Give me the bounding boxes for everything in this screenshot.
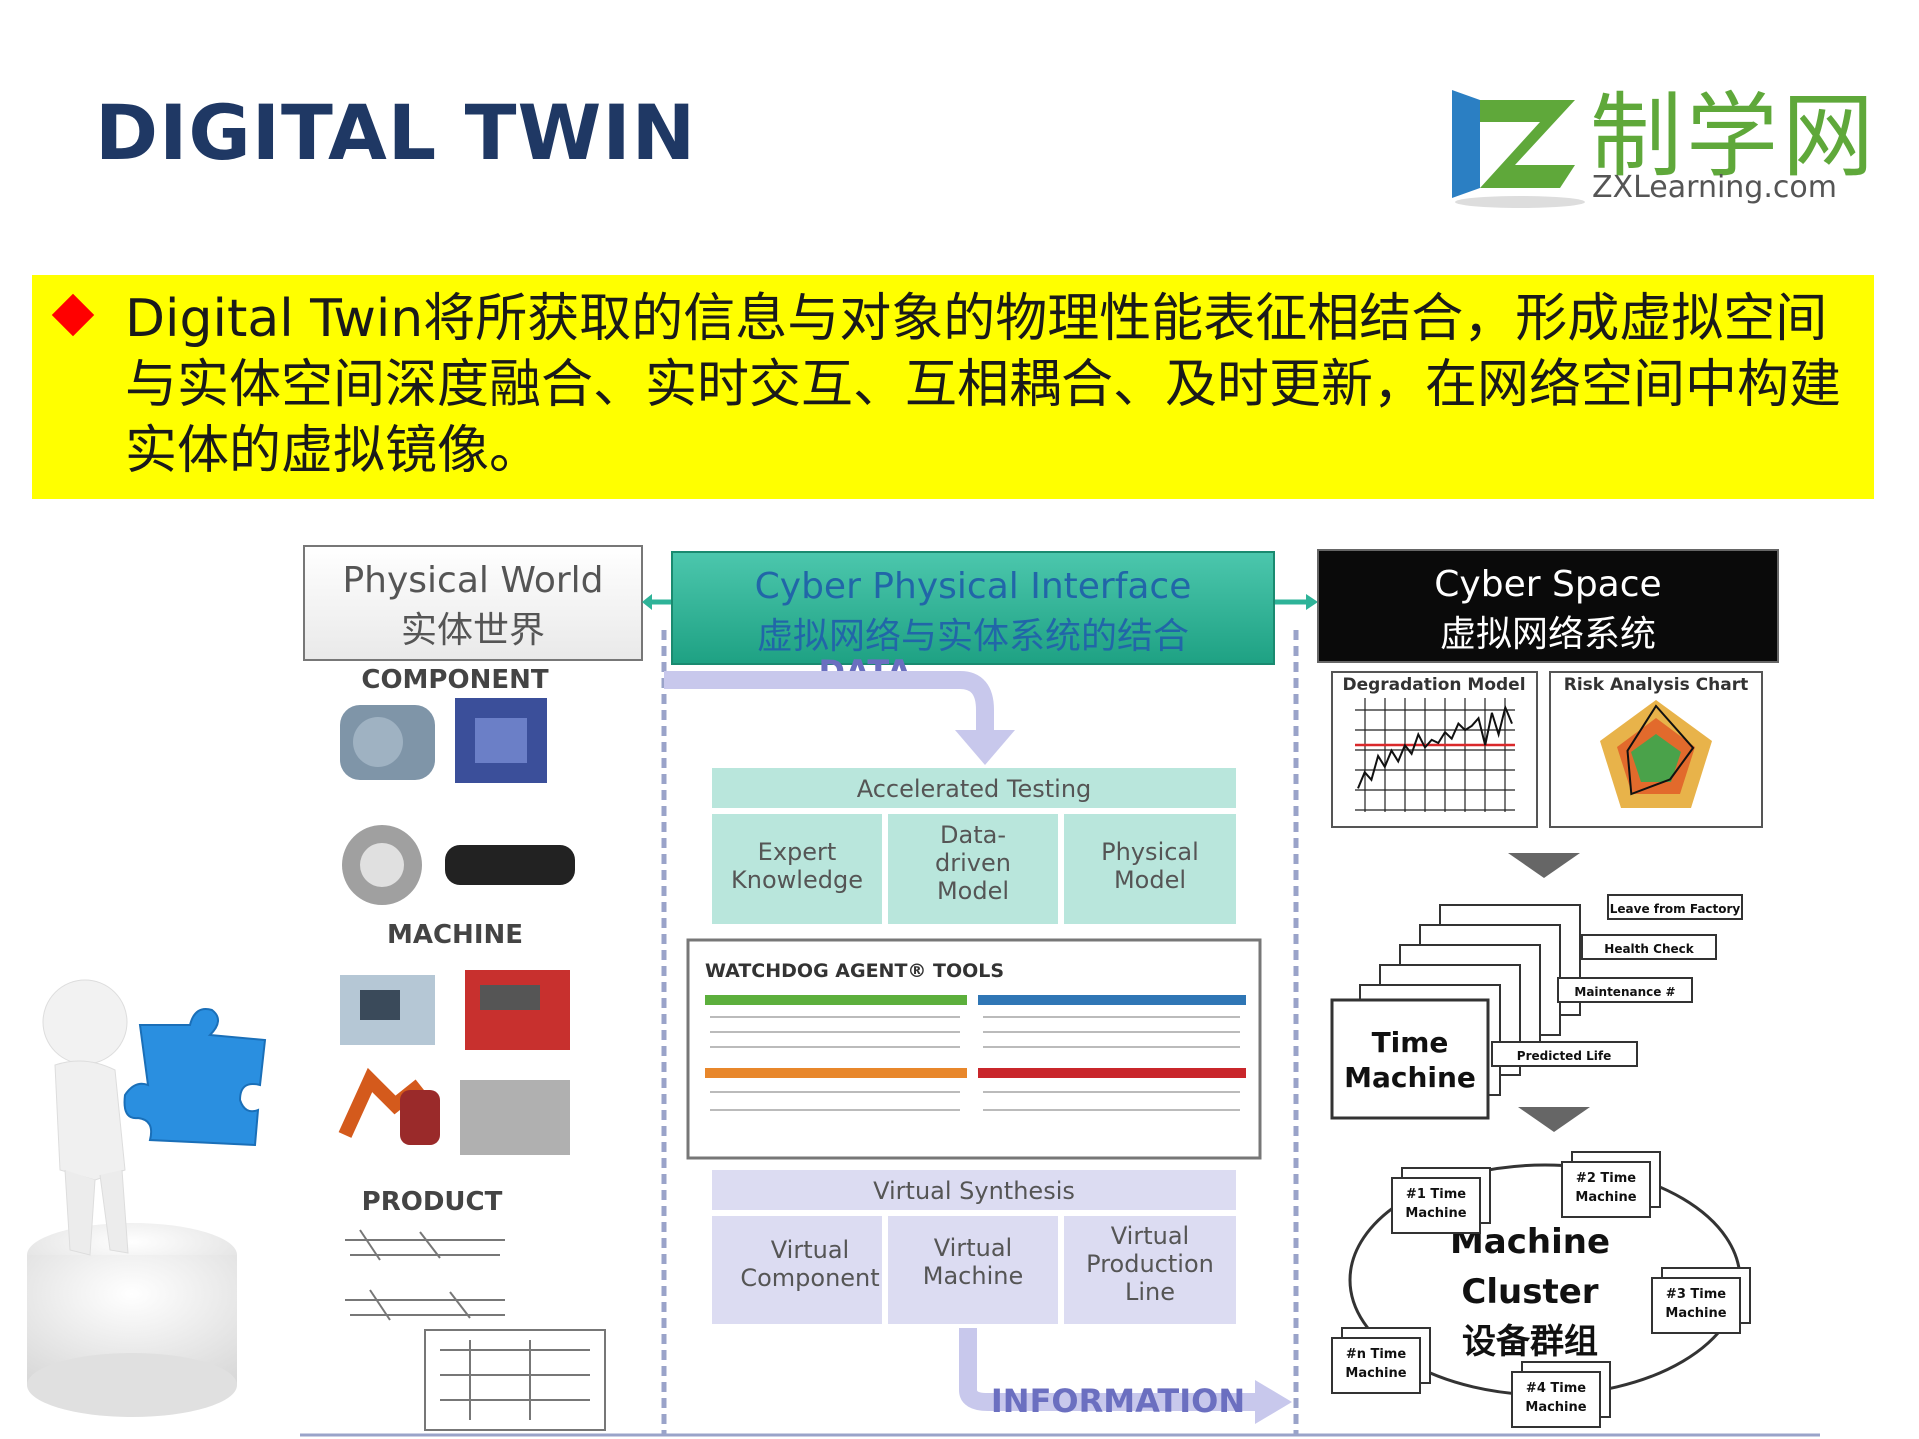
interface-title: Cyber Physical Interface (755, 566, 1192, 607)
tag-leave-factory: Leave from Factory (1610, 902, 1741, 916)
risk-analysis-chart: Risk Analysis Chart (1549, 671, 1763, 828)
virtual-synthesis-block: Virtual Synthesis Virtual Component Virt… (712, 1170, 1236, 1324)
description-text: Digital Twin将所获取的信息与对象的物理性能表征相结合，形成虚拟空间与… (125, 289, 1842, 481)
product-drawings (345, 1229, 606, 1431)
svg-text:#1 Time: #1 Time (1406, 1187, 1466, 1202)
cluster-node-3: #3 Time Machine (1651, 1267, 1751, 1334)
svg-text:Machine: Machine (1405, 1206, 1466, 1221)
slide-title: DIGITAL TWIN (95, 88, 697, 177)
svg-text:Machine: Machine (1525, 1400, 1586, 1415)
cyber-space-box: Cyber Space 虚拟网络系统 (1317, 549, 1779, 663)
down-arrow-icon-2 (1518, 1107, 1590, 1132)
expert-knowledge-line1: Expert (758, 838, 837, 866)
component-images (340, 698, 575, 905)
data-flow-arrow (664, 671, 1015, 765)
degradation-title: Degradation Model (1342, 675, 1525, 695)
machine-label: MACHINE (387, 920, 523, 950)
tag-health-check: Health Check (1604, 942, 1694, 956)
risk-level-polygon (1626, 704, 1695, 796)
svg-text:#2 Time: #2 Time (1576, 1171, 1636, 1186)
time-machine-line2: Machine (1344, 1061, 1476, 1094)
zxlearning-logo (1440, 70, 1860, 210)
svg-text:Machine: Machine (1345, 1366, 1406, 1381)
expert-knowledge-line2: Knowledge (731, 866, 863, 894)
machine-cluster: Machine Cluster 设备群组 #1 Time Machine #2 … (1331, 1151, 1751, 1428)
logo-english-text: ZXLearning.com (1592, 170, 1837, 205)
data-driven-line1: Data- (940, 821, 1006, 849)
information-flow-arrow (959, 1328, 1292, 1424)
virtual-synthesis-label: Virtual Synthesis (873, 1177, 1075, 1205)
virtual-line-line3: Line (1125, 1278, 1175, 1306)
virtual-component-line2: Component (740, 1264, 879, 1292)
virtual-line-line1: Virtual (1111, 1222, 1189, 1250)
svg-text:#n Time: #n Time (1346, 1347, 1407, 1362)
physical-world-title-cn: 实体世界 (401, 610, 545, 651)
watchdog-title: WATCHDOG AGENT® TOOLS (705, 960, 1004, 982)
degradation-model-chart: Degradation Model (1331, 671, 1538, 828)
time-machine-line1: Time (1372, 1026, 1449, 1059)
machine-images (338, 970, 570, 1155)
cluster-node-1: #1 Time Machine (1391, 1167, 1491, 1234)
left-double-arrow (642, 594, 672, 610)
cluster-line2: Cluster (1461, 1272, 1598, 1312)
information-label: INFORMATION (991, 1382, 1245, 1420)
description-highlight (32, 275, 1874, 499)
cyber-physical-interface-box: Cyber Physical Interface 虚拟网络与实体系统的结合 (671, 551, 1275, 665)
physical-model-line2: Model (1114, 866, 1186, 894)
cyber-space-title: Cyber Space (1434, 564, 1661, 605)
data-driven-line3: Model (937, 877, 1009, 905)
svg-text:Machine: Machine (1665, 1306, 1726, 1321)
data-driven-line2: driven (935, 849, 1011, 877)
virtual-machine-line1: Virtual (934, 1234, 1012, 1262)
cluster-node-n: #n Time Machine (1331, 1327, 1431, 1394)
figure-with-puzzle-icon (27, 979, 267, 1417)
cluster-node-4: #4 Time Machine (1511, 1361, 1611, 1428)
cyber-space-title-cn: 虚拟网络系统 (1440, 614, 1656, 655)
tag-maintenance: Maintenance # (1574, 985, 1675, 999)
virtual-line-line2: Production (1086, 1250, 1214, 1278)
right-double-arrow (1275, 594, 1318, 610)
time-machine-tags: Leave from Factory Health Check Maintena… (1491, 894, 1743, 1067)
risk-title: Risk Analysis Chart (1564, 675, 1748, 695)
degradation-series-line (1357, 704, 1513, 789)
svg-text:Machine: Machine (1575, 1190, 1636, 1205)
svg-text:#3 Time: #3 Time (1666, 1287, 1726, 1302)
cluster-node-2: #2 Time Machine (1561, 1151, 1661, 1218)
physical-world-box: Physical World 实体世界 (303, 545, 643, 661)
digital-twin-diagram: Physical World 实体世界 Cyber Physical Inter… (27, 545, 1820, 1437)
virtual-machine-line2: Machine (923, 1262, 1023, 1290)
physical-model-line1: Physical (1101, 838, 1199, 866)
virtual-component-line1: Virtual (771, 1236, 849, 1264)
watchdog-agent-tools-panel: WATCHDOG AGENT® TOOLS (686, 938, 1262, 1160)
physical-world-title: Physical World (342, 560, 603, 601)
tag-predicted-life: Predicted Life (1517, 1049, 1611, 1063)
logo-chinese-text: 制学网 (1590, 83, 1879, 190)
cluster-line3: 设备群组 (1462, 1322, 1598, 1362)
accelerated-testing-label: Accelerated Testing (857, 775, 1092, 803)
logo-mark-icon (1452, 90, 1585, 208)
accelerated-testing-block: Accelerated Testing Expert Knowledge Dat… (712, 768, 1236, 924)
product-label: PRODUCT (362, 1187, 503, 1217)
component-label: COMPONENT (361, 665, 548, 695)
time-machine-stack: Time Machine (1330, 904, 1581, 1120)
interface-title-cn: 虚拟网络与实体系统的结合 (757, 616, 1189, 657)
down-arrow-icon-1 (1508, 853, 1580, 878)
svg-text:#4 Time: #4 Time (1526, 1381, 1586, 1396)
